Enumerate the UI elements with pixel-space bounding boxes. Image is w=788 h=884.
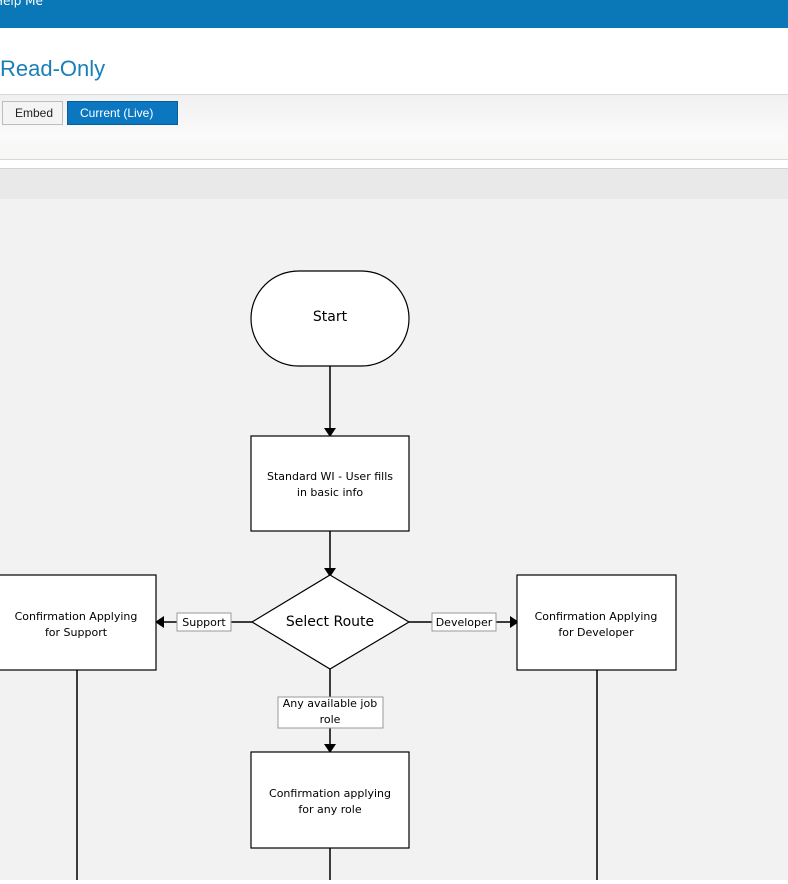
decision-node[interactable] — [250, 574, 411, 670]
support-node-label-line2: for Support — [45, 626, 108, 639]
toolbar: Embed Current (Live) — [0, 94, 788, 160]
edge-label-support: Support — [182, 616, 226, 629]
developer-node-label-line2: for Developer — [558, 626, 634, 639]
flowchart-canvas[interactable]: Start Standard WI - User fills in basic … — [0, 199, 788, 880]
arrowhead-icon — [324, 568, 336, 577]
start-label: Start — [313, 309, 348, 325]
any-role-node-label-line2: for any role — [298, 803, 361, 816]
canvas-header-bar — [0, 168, 788, 200]
step1-label-line2: in basic info — [297, 486, 363, 499]
start-node[interactable] — [250, 270, 410, 367]
arrowhead-icon — [324, 428, 336, 437]
any-role-node-label-line1: Confirmation applying — [269, 787, 391, 800]
top-bar: Help Me — [0, 0, 788, 28]
flowchart-diagram: Start Standard WI - User fills in basic … — [0, 270, 677, 880]
arrowhead-icon — [155, 616, 164, 628]
developer-node[interactable] — [516, 574, 677, 671]
edge-label-any-role-line2: role — [320, 713, 341, 726]
edge-label-support-box — [176, 612, 232, 632]
step1-node[interactable] — [250, 435, 410, 532]
edge-label-developer-box — [431, 612, 497, 632]
support-node[interactable] — [0, 574, 157, 671]
decision-label: Select Route — [286, 614, 374, 630]
arrowhead-icon — [510, 616, 519, 628]
developer-node-label-line1: Confirmation Applying — [535, 610, 658, 623]
current-live-button[interactable]: Current (Live) — [67, 101, 178, 125]
edge-label-any-role-box — [277, 696, 384, 729]
page-title: Read-Only — [0, 56, 106, 81]
support-node-label-line1: Confirmation Applying — [15, 610, 138, 623]
help-link[interactable]: Help Me — [0, 0, 43, 8]
embed-button[interactable]: Embed — [2, 101, 63, 125]
step1-label-line1: Standard WI - User fills — [267, 470, 393, 483]
edge-label-developer: Developer — [436, 616, 493, 629]
arrowhead-icon — [324, 744, 336, 753]
edge-label-any-role-line1: Any available job — [283, 697, 377, 710]
any-role-node[interactable] — [250, 751, 410, 849]
